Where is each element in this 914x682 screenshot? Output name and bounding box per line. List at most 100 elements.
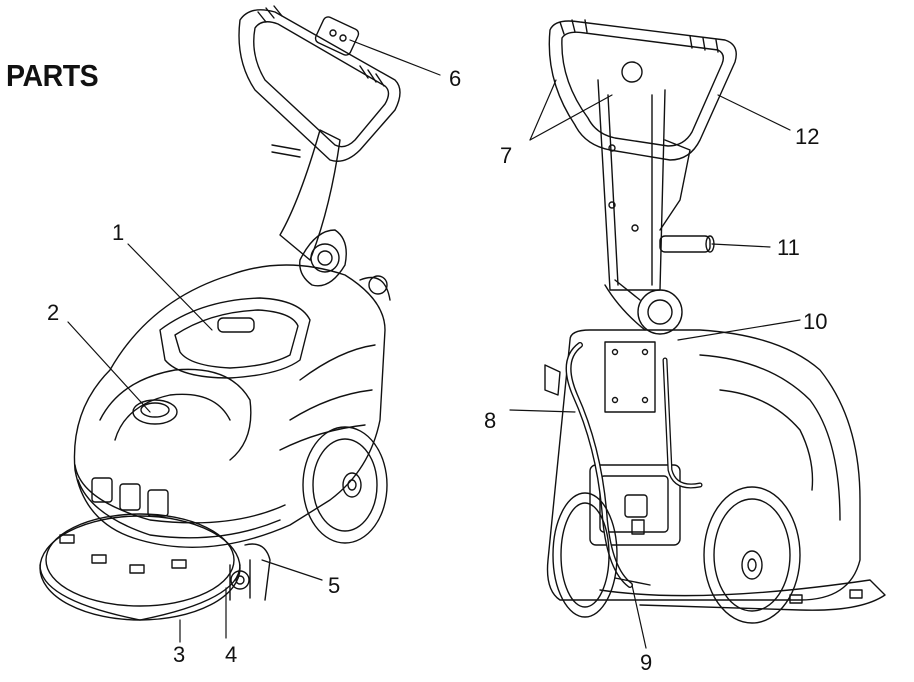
wheel-hub [342,472,362,498]
rear-squeegee [599,579,886,611]
handle-stub [271,144,301,158]
handlebar [238,9,401,162]
leader-7a [529,79,557,141]
deck-tab [171,559,187,569]
battery-compartment [589,464,681,546]
page-title: PARTS [6,58,99,93]
rear-handlebar-inner [561,31,725,147]
side-rib [279,424,366,451]
leader-lines-right [509,79,801,649]
callout-5: 5 [328,573,341,598]
side-rib [289,389,373,421]
control-button [329,29,337,37]
squeegee-assembly [244,543,271,601]
rear-body-side [699,354,841,521]
recovery-tank-lid [159,297,311,379]
squeegee-tab [789,594,803,604]
grip-ridges [359,65,385,87]
fill-cap-inner [140,402,170,418]
nose-dome [99,368,252,461]
deck-tab [129,564,145,574]
screw [608,201,616,209]
rear-body-shell [546,329,861,601]
handle-bracket [659,139,691,231]
handle-column [279,129,341,261]
callout-9: 9 [640,650,653,675]
brush-deck-inner [45,513,235,607]
handle-pivot [299,229,347,287]
leader-6 [349,39,441,76]
rear-handle-column [597,79,666,291]
rear-left-wheel-rim [560,502,610,608]
squeegee-tab [849,589,863,599]
leader-5 [261,559,323,581]
front-bumper [74,464,286,524]
callout-8: 8 [484,408,497,433]
rear-right-wheel-rim [713,498,791,612]
grille-slot [91,477,113,503]
squeegee-bracket [229,559,251,601]
hose-clip [544,364,561,396]
leader-10 [677,319,801,341]
rear-right-wheel [703,486,801,624]
callout-7: 7 [500,143,513,168]
main-body-shell [73,264,386,548]
tank-lid-handle [217,317,255,333]
vacuum-hose [359,276,391,301]
charger-socket [624,494,648,518]
screw [641,348,649,356]
screw [611,348,619,356]
deck-tab [59,534,75,544]
callout-10: 10 [803,309,828,334]
rear-body-rib [719,389,814,491]
screw [631,224,639,232]
leader-11 [711,243,771,248]
grip-ridges [257,5,283,23]
leader-2 [67,321,151,413]
rear-wheel-axle [747,558,757,572]
handlebar-inner [253,21,390,148]
rear-column-ribs [607,94,653,286]
leader-8 [509,409,576,413]
callout-4: 4 [225,642,238,667]
callout-11: 11 [777,235,800,260]
rear-handle-knob [621,61,643,83]
squeegee-wheel [230,570,250,590]
callout-1: 1 [112,220,125,245]
charger-switch [631,519,645,535]
drain-hose-inner [663,358,702,488]
squeegee-wheel-hub [235,575,245,585]
handle-pivot-hub [317,250,333,266]
fill-cap [132,399,178,425]
front-view-machine [39,5,401,621]
rear-wheel [302,426,388,544]
rear-handlebar [548,20,737,161]
squeegee-pivot [614,577,651,586]
grille-slot [119,483,141,511]
screw [611,396,619,404]
control-panel [314,16,360,56]
callout-6: 6 [449,66,462,91]
deck-tab [91,554,107,564]
callout-3: 3 [173,642,186,667]
screw [641,396,649,404]
leader-1 [127,243,213,331]
rear-left-wheel [552,492,618,618]
leader-7b [529,94,613,141]
back-plate [604,341,656,413]
side-rib [299,344,376,381]
drain-lever [659,235,711,253]
tank-lid-inner [174,309,299,369]
callout-12: 12 [795,124,820,149]
hose-end [368,275,388,295]
leader-12 [717,94,791,131]
recovery-hose-inner [567,343,632,587]
screw [608,144,616,152]
leader-lines-left [67,39,441,643]
rear-view-machine [544,19,886,624]
control-button [339,34,347,42]
rear-wheel-rim [312,438,378,532]
battery-compartment-inner [599,475,669,533]
rear-grip-ridges [689,35,719,53]
